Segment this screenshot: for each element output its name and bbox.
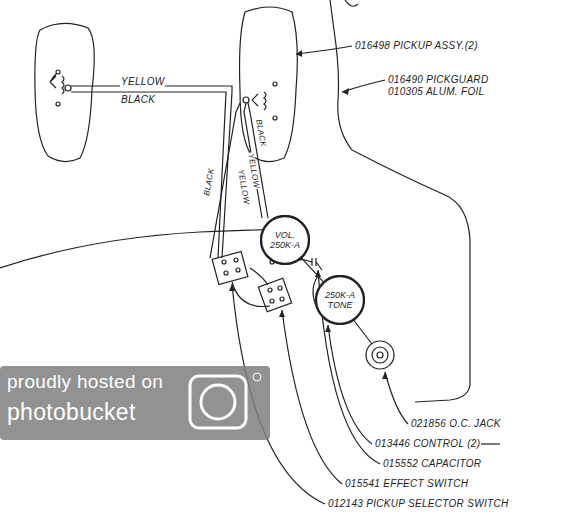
callout-number: 016490 PICKGUARD: [387, 74, 489, 85]
callout-number: 010305 ALUM. FOIL: [387, 86, 485, 97]
pot-value: TONE: [325, 300, 355, 310]
callout-number: 016498 PICKUP ASSY.(2): [354, 40, 479, 51]
pot-value: 250K-A: [270, 240, 300, 250]
callout-number: 015552 CAPACITOR: [382, 458, 482, 469]
pot-value: VOL.: [270, 230, 300, 240]
pot-value: 250K-A: [325, 290, 355, 300]
wire-color: BLACK: [120, 94, 156, 105]
wire-color: BLACK: [203, 167, 217, 198]
potentiometer: VOL.250K-A: [260, 215, 310, 265]
wire-color: YELLOW: [120, 76, 165, 87]
watermark: proudly hosted on: [6, 372, 164, 393]
callout-number: 012143 PICKUP SELECTOR SWITCH: [327, 498, 509, 509]
callout-number: 021856 O.C. JACK: [410, 418, 502, 429]
wire: [302, 258, 323, 281]
potentiometer: 250K-ATONE: [315, 275, 365, 325]
callout-number: 013446 CONTROL (2): [374, 438, 481, 449]
watermark: photobucket: [6, 400, 137, 425]
callout-number: 015541 EFFECT SWITCH: [344, 478, 469, 489]
